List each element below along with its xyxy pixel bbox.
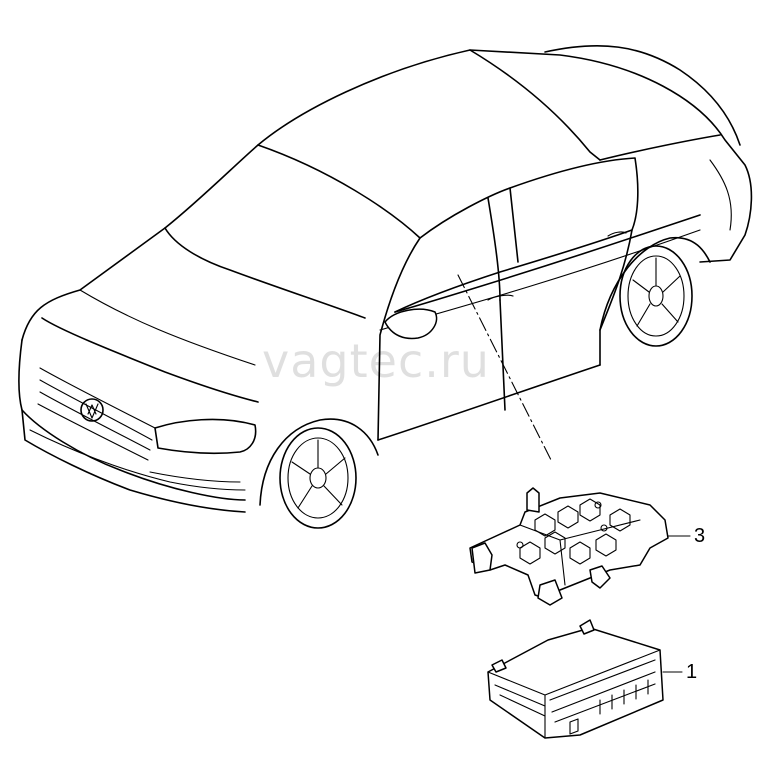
callout-label-1: 1 bbox=[686, 661, 698, 683]
rear-wheel bbox=[619, 245, 693, 347]
mounting-bracket-part-3 bbox=[469, 487, 669, 606]
front-wheel bbox=[279, 427, 357, 529]
location-leader-line bbox=[457, 274, 553, 463]
watermark-text: vagtec.ru bbox=[262, 334, 490, 388]
callout-label-3: 3 bbox=[694, 525, 706, 547]
car-illustration bbox=[18, 44, 753, 529]
control-unit-part-1 bbox=[487, 619, 664, 739]
